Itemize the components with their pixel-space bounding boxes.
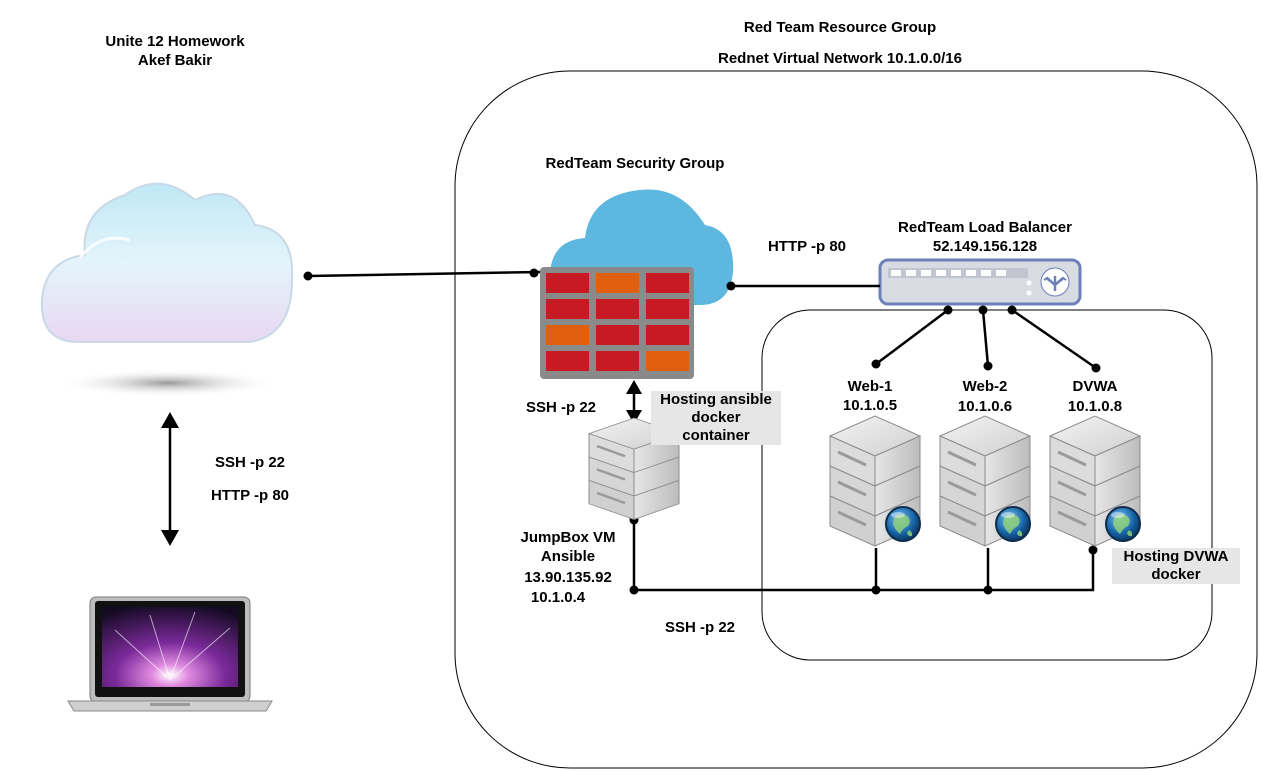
web1-ip: 10.1.0.5 xyxy=(842,397,898,414)
link-internet-firewall xyxy=(307,270,541,278)
client-ssh-label: SSH -p 22 xyxy=(214,454,286,471)
load-balancer-name: RedTeam Load Balancer xyxy=(898,219,1072,236)
connection-dots xyxy=(303,268,1101,595)
web1-name: Web-1 xyxy=(847,378,893,395)
jumpbox-note-line3: container xyxy=(682,427,750,444)
jumpbox-note-line1: Hosting ansible xyxy=(660,391,772,408)
link-lb-web1 xyxy=(875,309,949,365)
load-balancer-icon xyxy=(878,258,1082,306)
link-lb-web2 xyxy=(981,309,990,367)
jumpbox-private-ip: 10.1.0.4 xyxy=(530,589,586,606)
link-ssh-internal-bus xyxy=(632,520,1095,592)
resource-group-title: Red Team Resource Group xyxy=(743,19,937,36)
dvwa-globe-icon xyxy=(1105,506,1141,542)
jumpbox-name: JumpBox VM xyxy=(520,529,616,546)
web2-globe-icon xyxy=(995,506,1031,542)
ssh-jumpbox-link-label: SSH -p 22 xyxy=(525,399,597,416)
dvwa-ip: 10.1.0.8 xyxy=(1067,398,1123,415)
web2-name: Web-2 xyxy=(962,378,1008,395)
web1-globe-icon xyxy=(885,506,921,542)
arrowheads xyxy=(161,380,642,546)
dvwa-note: Hosting DVWA docker xyxy=(1112,548,1240,584)
jumpbox-public-ip: 13.90.135.92 xyxy=(524,569,612,586)
load-balancer-ip: 52.149.156.128 xyxy=(932,238,1038,255)
dvwa-note-line1: Hosting DVWA xyxy=(1123,548,1229,565)
homework-title: Unite 12 Homework xyxy=(105,33,245,50)
author-name: Akef Bakir xyxy=(137,52,213,69)
jumpbox-note-line2: docker xyxy=(691,409,741,426)
jumpbox-note: Hosting ansible docker container xyxy=(651,391,781,445)
resource-group-boundary xyxy=(454,70,1258,769)
connections xyxy=(168,270,1097,592)
virtual-network-title: Rednet Virtual Network 10.1.0.0/16 xyxy=(718,50,962,67)
jumpbox-role: Ansible xyxy=(540,548,596,565)
internet-cloud-icon xyxy=(40,182,294,397)
laptop-icon xyxy=(67,596,273,712)
ssh-internal-link-label: SSH -p 22 xyxy=(664,619,736,636)
web2-ip: 10.1.0.6 xyxy=(957,398,1013,415)
client-http-label: HTTP -p 80 xyxy=(210,487,290,504)
dvwa-name: DVWA xyxy=(1072,378,1118,395)
dvwa-note-line2: docker xyxy=(1151,566,1201,583)
link-lb-dvwa xyxy=(1011,308,1097,370)
http-lb-link-label: HTTP -p 80 xyxy=(767,238,847,255)
security-group-label: RedTeam Security Group xyxy=(545,155,725,172)
firewall-icon xyxy=(540,267,694,379)
